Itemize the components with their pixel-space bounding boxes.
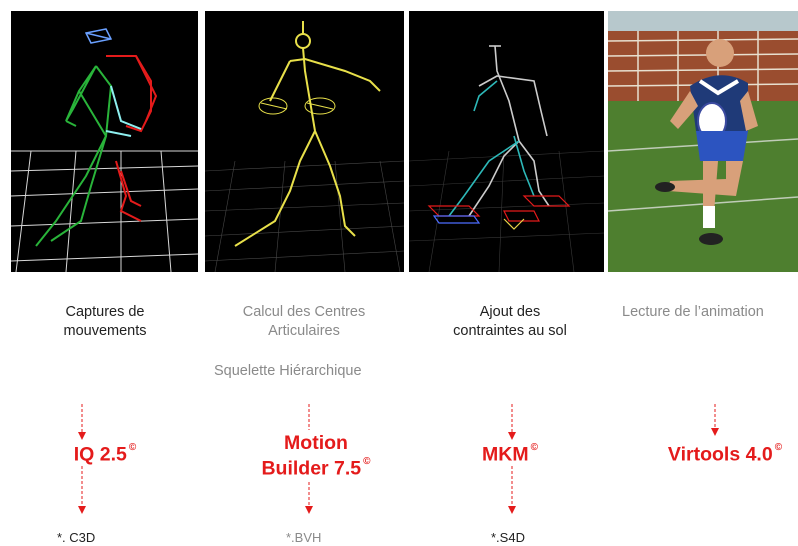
- copyright-mark: ©: [530, 442, 538, 453]
- constrained-skeleton-image: [409, 45, 604, 272]
- joint-centers-caption: Calcul des Centres Articulaires: [216, 303, 392, 341]
- mocap-stick-figure-image: [11, 28, 198, 272]
- animation-playback-caption: Lecture de l’animation: [622, 304, 764, 320]
- motion-capture-panel: [11, 11, 198, 272]
- s4d-format-label: *.S4D: [491, 530, 525, 545]
- hierarchical-skeleton-caption: Squelette Hiérarchique: [214, 363, 362, 379]
- ground-constraints-panel: [409, 11, 604, 272]
- bvh-format-label: *.BVH: [286, 530, 322, 545]
- tool-name: Virtools 4.0: [667, 443, 773, 466]
- yellow-skeleton-image: [205, 21, 404, 272]
- copyright-mark: ©: [128, 442, 137, 453]
- caption-line: Calcul des Centres: [242, 304, 366, 320]
- caption-line: Articulaires: [268, 323, 340, 339]
- caption-line: Captures de: [65, 304, 145, 320]
- down-arrow-icon: [508, 466, 516, 514]
- tool-name: IQ 2.5: [73, 443, 127, 466]
- tool-name: Builder 7.5: [261, 457, 362, 480]
- animation-playback-panel: [608, 11, 798, 272]
- rugby-player-render-image: [608, 11, 798, 272]
- motion-capture-caption: Captures de mouvements: [40, 303, 170, 341]
- tool-name: MKM: [482, 443, 529, 466]
- tool-name-line: Builder 7.5©: [236, 454, 396, 480]
- down-arrow-icon: [711, 404, 719, 436]
- down-arrow-icon: [78, 466, 86, 514]
- down-arrow-icon: [305, 482, 313, 514]
- iq-tool-label: IQ 2.5©: [50, 440, 160, 466]
- mkm-tool-label: MKM©: [460, 440, 560, 466]
- down-arrow-icon: [308, 404, 310, 430]
- virtools-tool-label: Virtools 4.0©: [652, 440, 798, 466]
- motionbuilder-tool-label: Motion Builder 7.5©: [236, 432, 396, 480]
- joint-centers-panel: [205, 11, 404, 272]
- caption-line: Ajout des: [479, 304, 541, 320]
- caption-line: mouvements: [63, 323, 147, 339]
- down-arrow-icon: [78, 404, 86, 440]
- ground-constraints-caption: Ajout des contraintes au sol: [428, 303, 592, 341]
- tool-name-line: Motion: [284, 432, 348, 454]
- down-arrow-icon: [508, 404, 516, 440]
- copyright-mark: ©: [774, 442, 783, 453]
- c3d-format-label: *. C3D: [57, 530, 96, 545]
- caption-line: contraintes au sol: [453, 323, 567, 339]
- copyright-mark: ©: [363, 456, 371, 467]
